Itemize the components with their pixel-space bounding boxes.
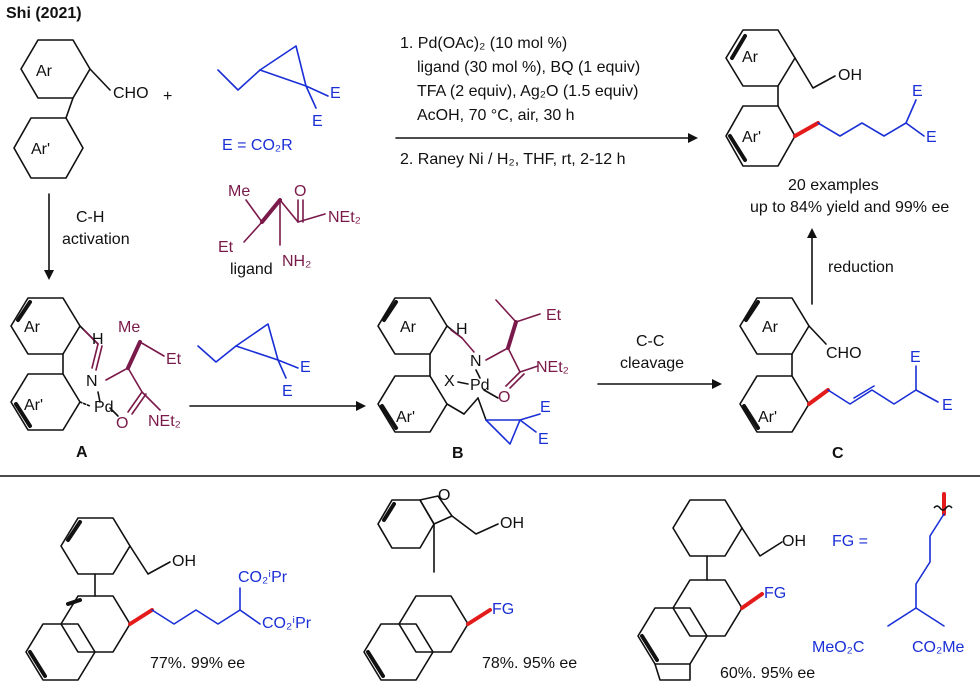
svg-text:X: X: [444, 373, 455, 390]
svg-text:O: O: [498, 389, 510, 406]
svg-text:NEt₂: NEt₂: [536, 359, 569, 376]
final-product: OH E E Ar Ar': [725, 29, 937, 167]
example-2: O OH FG 78%. 95% ee: [363, 487, 577, 681]
svg-text:Ar: Ar: [742, 49, 759, 66]
svg-text:Ar: Ar: [400, 319, 417, 336]
scheme-title: Shi (2021): [6, 5, 82, 22]
ar-prime-label: Ar': [31, 141, 50, 158]
svg-text:Ar': Ar': [396, 409, 415, 426]
svg-text:E: E: [282, 383, 293, 400]
ar-label: Ar: [36, 63, 53, 80]
svg-text:CHO: CHO: [826, 345, 862, 362]
cho-label: CHO: [113, 85, 149, 102]
svg-text:OH: OH: [782, 533, 806, 550]
svg-text:Pd: Pd: [94, 399, 114, 416]
svg-text:CO₂ⁱPr: CO₂ⁱPr: [238, 569, 288, 586]
svg-text:cleavage: cleavage: [620, 355, 684, 372]
svg-text:Et: Et: [546, 307, 562, 324]
yield-summary: up to 84% yield and 99% ee: [750, 199, 949, 216]
svg-text:MeO₂C: MeO₂C: [812, 639, 864, 656]
svg-text:C-C: C-C: [636, 333, 664, 350]
svg-text:OH: OH: [838, 67, 862, 84]
svg-text:FG: FG: [764, 585, 786, 602]
e-definition: E = CO₂R: [222, 137, 293, 154]
examples-count: 20 examples: [788, 177, 879, 194]
example-2-yield: 78%. 95% ee: [482, 655, 577, 672]
label-a: A: [76, 444, 88, 461]
svg-text:TFA (2 equiv), Ag₂O (1.5 equiv: TFA (2 equiv), Ag₂O (1.5 equiv): [417, 83, 638, 100]
svg-text:O: O: [438, 487, 450, 504]
svg-text:Me: Me: [118, 319, 140, 336]
svg-text:N: N: [470, 353, 482, 370]
reaction-conditions: 1. Pd(OAc)₂ (10 mol %) ligand (30 mol %)…: [400, 35, 640, 168]
svg-text:OH: OH: [500, 515, 524, 532]
svg-text:E: E: [910, 349, 921, 366]
intermediate-c: Ar Ar' CHO E E: [739, 297, 953, 433]
svg-text:Ar': Ar': [758, 409, 777, 426]
fg-definition: FG = MeO₂C CO₂Me: [812, 492, 965, 656]
svg-text:O: O: [294, 183, 306, 200]
svg-text:E: E: [538, 431, 549, 448]
svg-text:NEt₂: NEt₂: [328, 209, 361, 226]
svg-text:NEt₂: NEt₂: [148, 413, 181, 430]
svg-text:E: E: [312, 113, 323, 130]
svg-text:Et: Et: [218, 239, 234, 256]
svg-text:H: H: [456, 321, 468, 338]
svg-text:FG =: FG =: [832, 533, 868, 550]
svg-text:Et: Et: [166, 351, 182, 368]
intermediate-a: Ar Ar' H N Pd Me Et O NEt₂: [10, 297, 182, 432]
svg-text:Ar: Ar: [24, 319, 41, 336]
svg-text:activation: activation: [62, 231, 130, 248]
plus-sign: +: [163, 88, 172, 105]
svg-text:reduction: reduction: [828, 259, 894, 276]
aldehyde-substrate: Ar Ar' CHO: [13, 39, 149, 179]
svg-text:N: N: [86, 373, 98, 390]
svg-text:CO₂ⁱPr: CO₂ⁱPr: [262, 615, 312, 632]
example-3: OH FG 60%. 95% ee: [637, 499, 815, 682]
svg-text:Ar: Ar: [762, 319, 779, 336]
intermediate-b: Ar Ar' H N X Pd Et O NEt₂ E E: [377, 297, 569, 448]
svg-text:H: H: [92, 331, 104, 348]
example-1: OH CO₂ⁱPr CO₂ⁱPr 77%. 99% ee: [25, 517, 312, 681]
label-c: C: [832, 445, 844, 462]
svg-text:E: E: [330, 85, 341, 102]
svg-text:E: E: [926, 129, 937, 146]
svg-text:Ar': Ar': [742, 129, 761, 146]
svg-text:AcOH, 70 °C, air, 30 h: AcOH, 70 °C, air, 30 h: [417, 107, 575, 124]
svg-text:Ar': Ar': [24, 397, 43, 414]
example-1-yield: 77%. 99% ee: [150, 655, 245, 672]
svg-text:Me: Me: [228, 183, 250, 200]
svg-text:E: E: [912, 83, 923, 100]
svg-text:1. Pd(OAc)₂ (10 mol %): 1. Pd(OAc)₂ (10 mol %): [400, 35, 567, 52]
svg-text:OH: OH: [172, 553, 196, 570]
svg-text:C-H: C-H: [76, 209, 104, 226]
svg-text:NH₂: NH₂: [282, 253, 311, 270]
svg-text:CO₂Me: CO₂Me: [912, 639, 965, 656]
ligand-label: ligand: [230, 261, 273, 278]
svg-text:E: E: [300, 359, 311, 376]
vinylcyclopropane: E E E = CO₂R: [217, 45, 341, 154]
svg-text:ligand (30 mol %), BQ (1 equiv: ligand (30 mol %), BQ (1 equiv): [417, 59, 640, 76]
svg-text:2. Raney Ni / H₂, THF, rt, 2-1: 2. Raney Ni / H₂, THF, rt, 2-12 h: [400, 151, 626, 168]
svg-text:FG: FG: [492, 601, 514, 618]
svg-text:O: O: [116, 415, 128, 432]
svg-text:E: E: [540, 399, 551, 416]
label-b: B: [452, 445, 464, 462]
vcp-reagent: E E: [197, 323, 311, 400]
example-3-yield: 60%. 95% ee: [720, 665, 815, 682]
ligand-structure: Me Et O NEt₂ NH₂ ligand: [218, 183, 361, 278]
svg-text:E: E: [942, 397, 953, 414]
